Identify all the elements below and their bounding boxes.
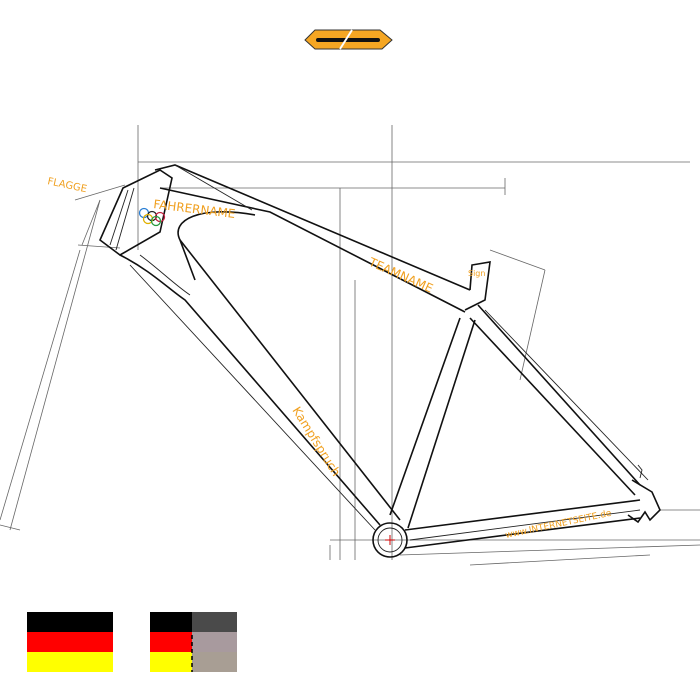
dimension-lines <box>0 125 700 566</box>
signature-label: Sign <box>468 269 485 278</box>
flag-label: FLAGGE <box>46 176 87 195</box>
rider-name-label: FAHRERNAME <box>153 197 237 221</box>
flag-germany-split-icon[interactable] <box>150 612 237 672</box>
website-label: www.INTERNETSEITE.de <box>505 509 613 541</box>
bike-frame <box>99 164 661 558</box>
flag-germany-icon[interactable] <box>27 612 113 672</box>
logo-icon <box>304 29 393 50</box>
bottom-bracket <box>372 522 408 558</box>
olympic-rings-icon <box>138 207 166 227</box>
slogan-label: Kampfspruch <box>289 404 343 479</box>
